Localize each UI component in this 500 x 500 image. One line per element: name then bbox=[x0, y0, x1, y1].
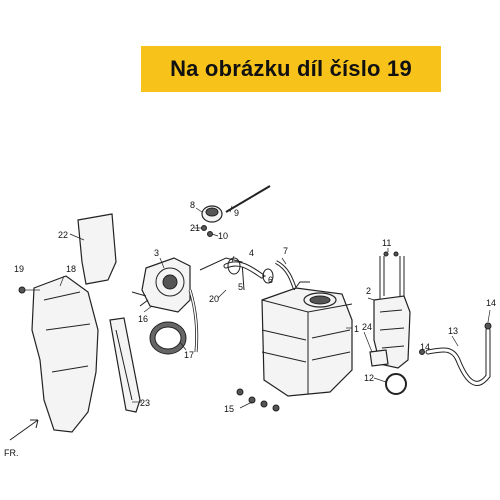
callout-15: 15 bbox=[224, 404, 234, 414]
part-1-fuel-tank bbox=[261, 287, 353, 397]
callout-16: 16 bbox=[138, 314, 148, 324]
callout-17: 17 bbox=[184, 350, 194, 360]
callout-12: 12 bbox=[364, 373, 374, 383]
part-24-pump-filter bbox=[369, 349, 389, 367]
part-10-bolt bbox=[207, 231, 213, 237]
callout-10: 10 bbox=[218, 231, 228, 241]
part-22-cover-plate bbox=[77, 213, 117, 285]
callout-18: 18 bbox=[66, 264, 76, 274]
part-4-clamp bbox=[227, 257, 241, 275]
part-21-bolt bbox=[201, 225, 207, 231]
callout-19: 19 bbox=[14, 264, 24, 274]
callout-11: 11 bbox=[382, 238, 391, 248]
highlight-banner: Na obrázku díl číslo 19 bbox=[141, 46, 441, 92]
callout-9: 9 bbox=[234, 208, 239, 218]
callout-21: 21 bbox=[190, 223, 200, 233]
direction-label: FR. bbox=[4, 448, 19, 458]
callout-22: 22 bbox=[58, 230, 68, 240]
part-15-bolt bbox=[236, 388, 244, 396]
callout-24: 24 bbox=[362, 322, 372, 332]
callout-5: 5 bbox=[238, 282, 243, 292]
front-direction-arrow bbox=[9, 419, 39, 441]
callout-8: 8 bbox=[190, 200, 195, 210]
callout-20: 20 bbox=[209, 294, 219, 304]
banner-text: Na obrázku díl číslo 19 bbox=[170, 56, 412, 81]
part-9-rod bbox=[225, 185, 271, 213]
callout-13: 13 bbox=[448, 326, 458, 336]
callout-7: 7 bbox=[283, 246, 288, 256]
callout-4: 4 bbox=[249, 248, 254, 258]
callout-14a: 14 bbox=[486, 298, 496, 308]
callout-23: 23 bbox=[140, 398, 150, 408]
callout-2: 2 bbox=[366, 286, 371, 296]
part-12-o-ring bbox=[385, 373, 407, 395]
part-23-strip bbox=[109, 317, 141, 413]
callout-14b: 14 bbox=[420, 342, 430, 352]
callout-3: 3 bbox=[154, 248, 159, 258]
part-19-bolt bbox=[18, 286, 26, 294]
part-7-breather-hose bbox=[274, 260, 298, 293]
callout-1: 1 bbox=[354, 324, 359, 334]
part-14-clip bbox=[484, 322, 492, 330]
part-18-side-shell bbox=[31, 275, 99, 433]
callout-6: 6 bbox=[268, 275, 273, 285]
